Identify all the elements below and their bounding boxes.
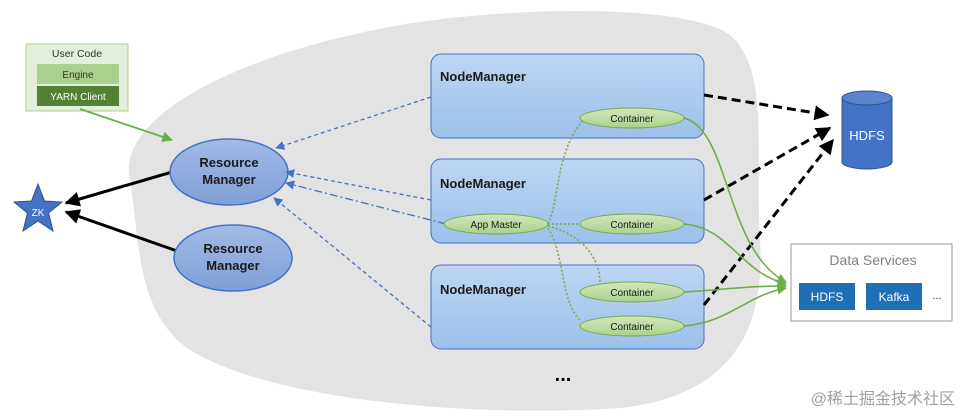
container-label: Container xyxy=(610,220,654,231)
service-kafka-label: Kafka xyxy=(879,290,910,304)
app-master-shape xyxy=(443,213,549,235)
container-2: Container xyxy=(579,213,685,235)
data-services-title: Data Services xyxy=(829,252,916,268)
service-hdfs-box xyxy=(799,283,855,310)
node-manager-title: NodeManager xyxy=(440,282,526,297)
resource-manager-label-text: Resource xyxy=(203,241,262,256)
watermark: @稀土掘金技术社区 xyxy=(811,390,955,408)
container-label: Container xyxy=(610,288,654,299)
service-kafka-box xyxy=(866,283,922,310)
container-1: Container xyxy=(579,107,685,129)
yarn-client-box xyxy=(37,86,119,106)
user-code-client: User Code Engine YARN Client xyxy=(25,43,129,112)
nm2-to-hdfs-arrow xyxy=(703,126,832,202)
node-manager-box xyxy=(430,264,705,350)
client-to-rm-arrow xyxy=(79,108,174,143)
more-nodes-ellipsis: ... xyxy=(555,364,572,386)
container-2-to-services-arrow xyxy=(683,223,787,287)
app-master-label: App Master xyxy=(470,220,522,231)
resource-manager-label-line2: Manager xyxy=(202,172,255,187)
container-1-to-services-arrow xyxy=(683,117,787,283)
container-4: Container xyxy=(579,315,685,337)
service-hdfs-label: HDFS xyxy=(811,290,844,304)
hdfs-storage: HDFS xyxy=(841,90,893,170)
nm1-to-rm-heartbeat xyxy=(275,96,432,150)
yarn-client-label: YARN Client xyxy=(50,92,106,103)
zk-label: ZK xyxy=(32,208,45,219)
node-manager-title: NodeManager xyxy=(440,69,526,84)
engine-label: Engine xyxy=(62,70,94,81)
container-4-to-services-arrow xyxy=(683,284,787,327)
node-manager-title: NodeManager xyxy=(440,176,526,191)
container-label: Container xyxy=(610,322,654,333)
nm2-to-rm-heartbeat xyxy=(285,169,432,201)
container-3: Container xyxy=(579,281,685,303)
container-label: Container xyxy=(610,114,654,125)
client-title: User Code xyxy=(52,48,102,60)
appmaster-to-rm-request xyxy=(285,180,447,225)
node-manager-3: NodeManager xyxy=(430,264,705,350)
hdfs-cylinder-icon xyxy=(841,98,893,170)
appmaster-to-container-1-link xyxy=(547,117,586,225)
nm3-to-rm-heartbeat xyxy=(273,197,432,328)
rm2-to-zk-arrow xyxy=(64,209,181,254)
hdfs-cylinder-top xyxy=(841,90,893,106)
services-more-ellipsis: ... xyxy=(932,290,941,302)
hdfs-label: HDFS xyxy=(849,128,885,143)
container-3-to-services-arrow xyxy=(683,281,787,293)
resource-manager-label-line2: Manager xyxy=(206,258,259,273)
resource-manager-label-text: Resource xyxy=(199,155,258,170)
nm3-to-hdfs-arrow xyxy=(702,138,835,306)
engine-box xyxy=(37,64,119,84)
zk-node: ZK xyxy=(12,182,64,233)
resource-manager-shape xyxy=(173,224,293,292)
nm1-to-hdfs-arrow xyxy=(703,93,830,121)
app-master: App Master xyxy=(443,213,549,235)
appmaster-to-container-4-link xyxy=(547,227,581,321)
appmaster-to-container-3-link xyxy=(547,225,601,284)
data-services: Data Services HDFS Kafka ... xyxy=(790,243,953,322)
rm1-to-zk-arrow xyxy=(64,170,173,207)
zk-star-icon xyxy=(12,182,64,233)
